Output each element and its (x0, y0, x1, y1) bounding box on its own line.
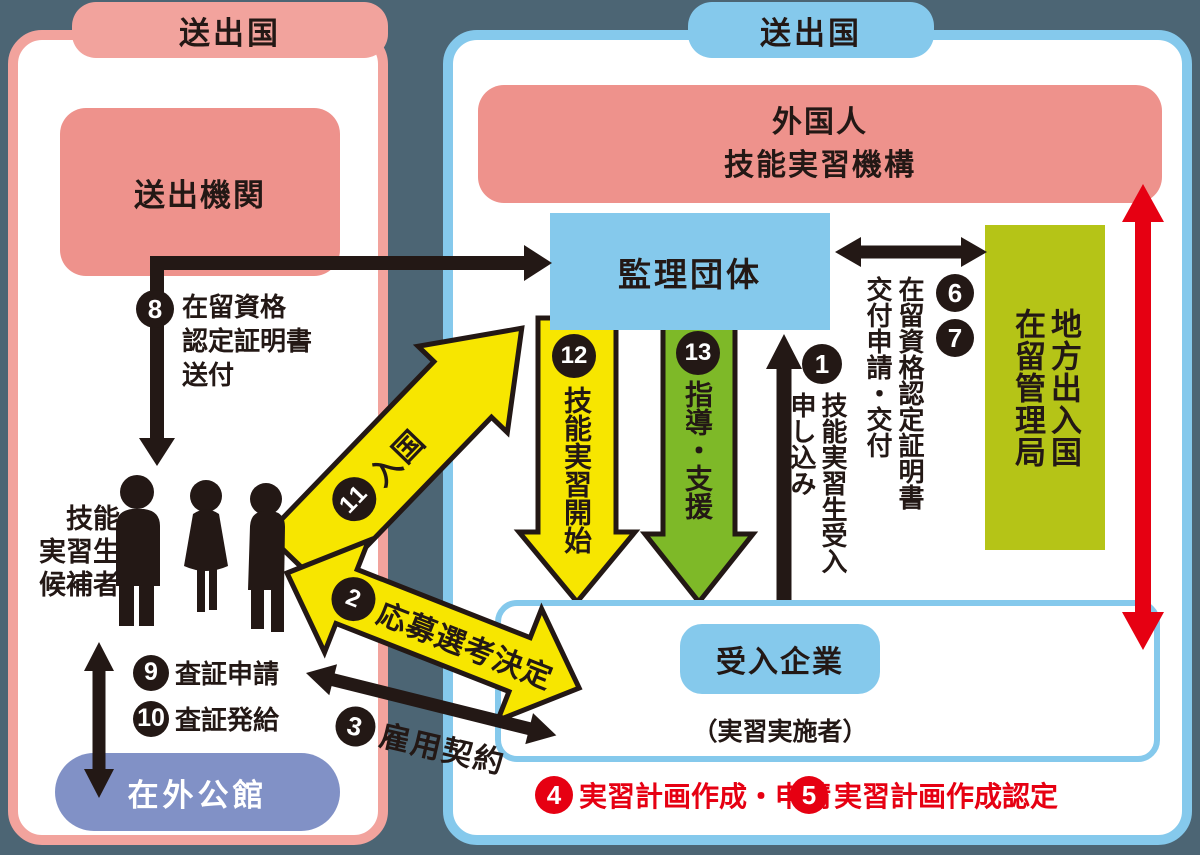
step13-text: 指導・支援 (682, 380, 713, 520)
sending-organization-box: 送出機関 (60, 108, 340, 276)
step4-number-badge: 4 (535, 776, 573, 814)
step67-col1: 在留資格認定証明書 (895, 276, 925, 510)
overseas-mission-label: 在外公館 (127, 777, 268, 813)
left-panel-tab: 送出国 (72, 2, 388, 58)
candidates-line3: 候補者 (39, 570, 120, 600)
otit-line1: 外国人 (772, 106, 868, 139)
step7-number-badge: 7 (936, 319, 974, 357)
step4-label: 4 実習計画作成・申請 (535, 775, 831, 815)
step1-col2: 申し込み (787, 392, 817, 496)
step1-col1: 技能実習生受入 (818, 392, 848, 574)
step5-number-badge: 5 (790, 776, 828, 814)
step10-number-badge: 10 (133, 700, 169, 737)
step9-number-badge: 9 (133, 654, 169, 691)
step5-label: 5 実習計画作成認定 (790, 775, 1058, 815)
step10-text: 査証発給 (175, 705, 280, 735)
bureau-col1: 地方出入国 (1046, 307, 1081, 468)
step12-text: 技能実習開始 (561, 386, 592, 554)
sending-organization-label: 送出機関 (134, 177, 266, 213)
otit-box: 外国人 技能実習機構 (478, 85, 1162, 203)
step8-line1: 在留資格 (182, 292, 287, 322)
accepting-company-pill: 受入企業 (680, 624, 880, 694)
immigration-bureau-label: 地方出入国 在留管理局 (1009, 308, 1081, 468)
supervising-organization-box: 監理団体 (550, 213, 830, 330)
step9-text: 査証申請 (175, 659, 280, 689)
candidates-line1: 技能 (66, 504, 120, 534)
step6-number-badge: 6 (936, 274, 974, 312)
step3-number-badge: 3 (331, 702, 380, 751)
accepting-company-label: 受入企業 (716, 646, 844, 679)
supervising-organization-label: 監理団体 (618, 255, 762, 293)
otit-line2: 技能実習機構 (724, 149, 916, 182)
right-panel-tab: 送出国 (688, 2, 934, 58)
step13-number-badge: 13 (676, 331, 720, 375)
candidates-label: 技能 実習生 候補者 (14, 503, 120, 602)
step67-text: 在留資格認定証明書 交付申請・交付 (862, 276, 926, 566)
overseas-mission-box: 在外公館 (55, 753, 340, 831)
step8-label: 8 在留資格 認定証明書 送付 (136, 290, 312, 392)
step8-number-badge: 8 (136, 290, 174, 328)
step8-line3: 送付 (182, 360, 235, 390)
accepting-company-subtitle: （実習実施者） (692, 718, 868, 746)
left-panel-tab-label: 送出国 (179, 15, 281, 51)
step1-text: 技能実習生受入 申し込み (786, 392, 848, 622)
step8-line2: 認定証明書 (182, 326, 313, 356)
candidates-line2: 実習生 (39, 537, 120, 567)
step10-label: 10 査証発給 (133, 700, 279, 737)
step5-text: 実習計画作成認定 (834, 781, 1059, 812)
step4-text: 実習計画作成・申請 (579, 781, 832, 812)
right-panel-tab-label: 送出国 (760, 15, 862, 51)
step9-label: 9 査証申請 (133, 654, 279, 691)
bureau-col2: 在留管理局 (1010, 307, 1045, 468)
step1-number-badge: 1 (802, 344, 842, 384)
step67-col2: 交付申請・交付 (863, 276, 893, 458)
immigration-bureau-box: 地方出入国 在留管理局 (985, 225, 1105, 550)
step12-number-badge: 12 (552, 334, 596, 378)
